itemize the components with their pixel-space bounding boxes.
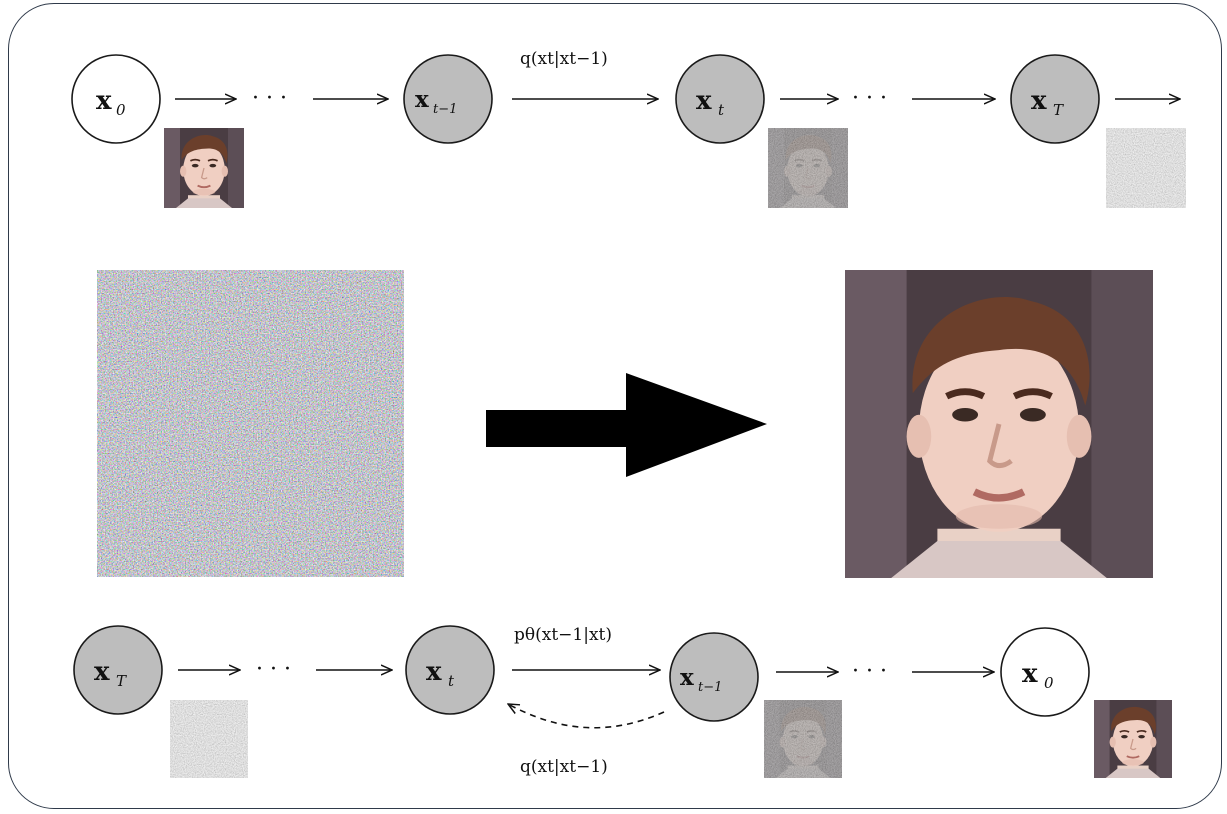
bottom-thumb-clean-face	[1094, 700, 1172, 778]
top-thumb-gray-noise	[1106, 128, 1186, 208]
node-sub-label: t	[448, 672, 455, 690]
node-sub-label: t	[718, 101, 725, 119]
node-sub-label: t−1	[698, 680, 722, 695]
node-base-label: x	[415, 86, 429, 113]
ellipsis: · · ·	[852, 86, 887, 111]
bottom-node-xT: x T	[73, 625, 163, 715]
ellipsis: · · ·	[256, 657, 291, 682]
face-photo	[845, 270, 1153, 578]
node-circle	[403, 54, 493, 144]
top-thumb-noisy-face	[768, 128, 848, 208]
bottom-thumb-gray-noise	[170, 700, 248, 778]
node-base-label: x	[96, 86, 112, 116]
bottom-thumb-noisy-face	[764, 700, 842, 778]
node-circle	[1000, 627, 1090, 717]
node-sub-label: 0	[116, 101, 126, 119]
top-node-x0: x 0	[71, 54, 161, 144]
top-node-xt-1: x t−1	[403, 54, 493, 144]
top-thumb-clean-face	[164, 128, 244, 208]
node-base-label: x	[1022, 659, 1038, 689]
node-circle	[73, 625, 163, 715]
ellipsis: · · ·	[252, 86, 287, 111]
dashed-forward-arrow	[508, 704, 665, 729]
top-node-xT: x T	[1010, 54, 1100, 144]
node-sub-label: t−1	[433, 102, 457, 117]
reverse-process-label: pθ(xt−1|xt)	[514, 625, 612, 645]
color-noise-image	[97, 270, 404, 577]
top-node-xt: x t	[675, 54, 765, 144]
node-circle	[405, 625, 495, 715]
node-sub-label: 0	[1044, 674, 1054, 692]
node-circle	[1010, 54, 1100, 144]
top-chain: x 0 · · · x t−1 q(xt|xt−1) x t · · · x T	[71, 49, 1186, 208]
ellipsis: · · ·	[852, 659, 887, 684]
node-base-label: x	[1031, 86, 1047, 116]
node-base-label: x	[680, 664, 694, 691]
node-sub-label: T	[1053, 101, 1064, 119]
bottom-node-x0: x 0	[1000, 627, 1090, 717]
node-circle	[675, 54, 765, 144]
bottom-chain: x T · · · x t pθ(xt−1|xt) q(xt|xt−1) x t…	[73, 625, 1172, 778]
node-sub-label: T	[116, 672, 127, 690]
node-circle	[669, 632, 759, 722]
node-base-label: x	[94, 657, 110, 687]
bottom-node-xt: x t	[405, 625, 495, 715]
middle-illustration	[97, 270, 1153, 578]
big-arrow	[486, 373, 767, 477]
node-circle	[71, 54, 161, 144]
node-base-label: x	[426, 657, 442, 687]
forward-process-label: q(xt|xt−1)	[520, 757, 608, 777]
forward-process-label: q(xt|xt−1)	[520, 49, 608, 69]
node-base-label: x	[696, 86, 712, 116]
bottom-node-xt-1: x t−1	[669, 632, 759, 722]
